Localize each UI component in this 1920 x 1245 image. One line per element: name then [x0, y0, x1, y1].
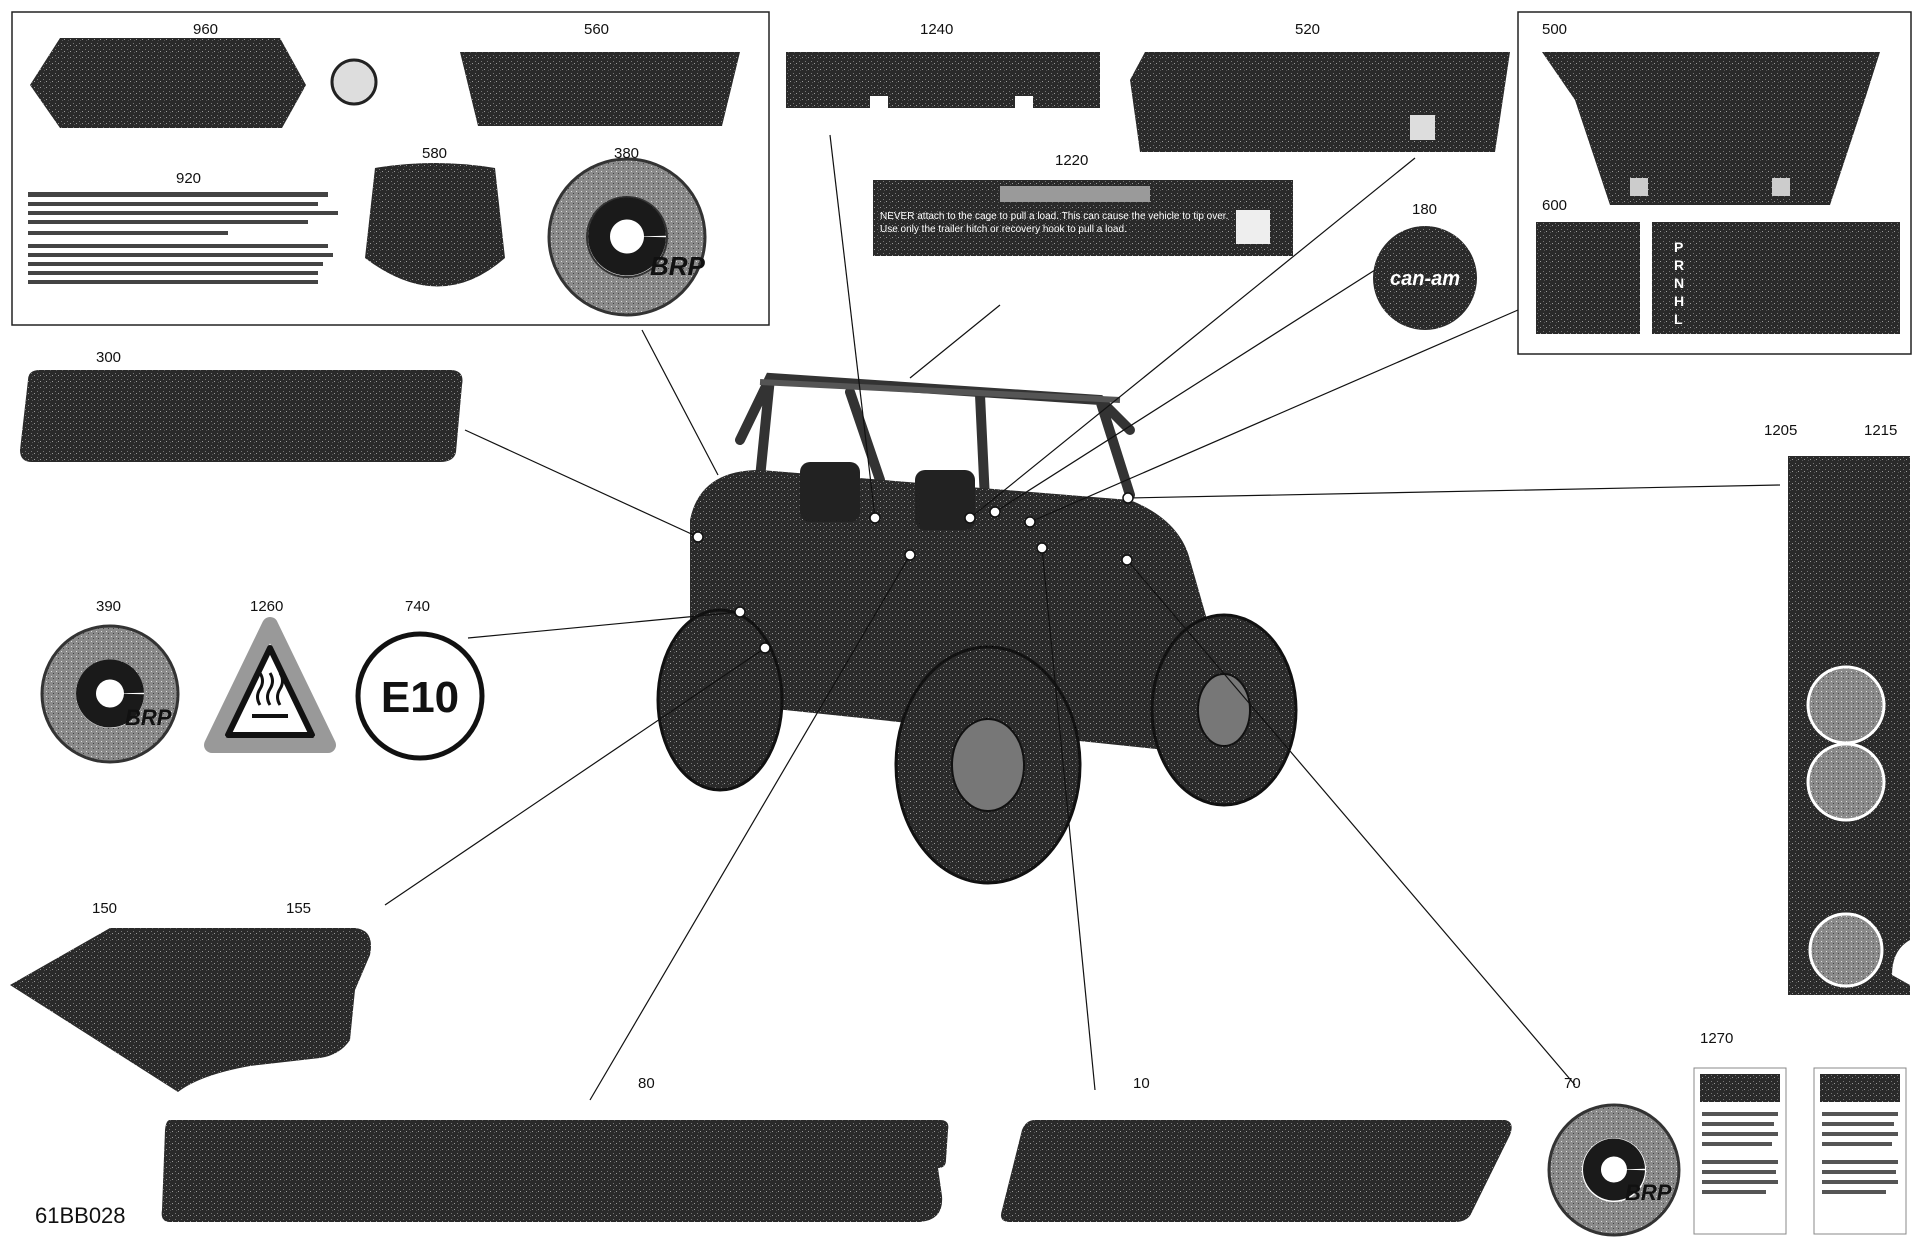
brp-text-390: BRP — [125, 705, 172, 730]
label-80-maverick-trail — [161, 1120, 949, 1222]
label-1260-hot-surface — [204, 617, 336, 753]
warning-icon-2 — [1806, 742, 1886, 822]
label-740-e10: E10 — [355, 631, 485, 761]
gear-n: N — [1674, 275, 1684, 291]
can-am-text: can-am — [1390, 268, 1460, 290]
gear-selector: P R N H L — [1674, 239, 1684, 327]
label-180-can-am-badge: can-am — [1373, 226, 1477, 330]
callout-80: 80 — [638, 1075, 655, 1092]
side-by-side-vehicle-illustration — [656, 372, 1298, 885]
label-1220-warning: NEVER attach to the cage to pull a load.… — [873, 180, 1293, 256]
callout-740: 740 — [405, 598, 430, 615]
callout-1220: 1220 — [1055, 152, 1088, 169]
brp-text-380: BRP — [650, 251, 706, 281]
top-left-panel — [11, 11, 770, 326]
callout-520: 520 — [1295, 21, 1320, 38]
warning-icon-1 — [1806, 665, 1886, 745]
callout-70: 70 — [1564, 1075, 1581, 1092]
callout-1270: 1270 — [1700, 1030, 1733, 1047]
label-500-icon-left — [1630, 178, 1648, 196]
callout-1260: 1260 — [250, 598, 283, 615]
label-600-left — [1536, 222, 1640, 334]
label-500-icon-right — [1772, 178, 1790, 196]
callout-155: 155 — [286, 900, 311, 917]
warning-icon-3 — [1808, 912, 1884, 988]
warning-1220-text: NEVER attach to the cage to pull a load.… — [880, 211, 1229, 235]
callout-380: 380 — [614, 145, 639, 162]
callout-1215: 1215 — [1864, 422, 1897, 439]
e10-text: E10 — [381, 673, 459, 722]
leader-dots — [692, 492, 1134, 654]
callout-1205: 1205 — [1764, 422, 1797, 439]
callout-numbers: 960 560 920 580 380 1240 1220 520 180 50… — [92, 21, 1897, 1092]
qr-code-1220 — [1236, 210, 1270, 244]
gear-r: R — [1674, 257, 1684, 273]
callout-10: 10 — [1133, 1075, 1150, 1092]
label-380-brp-circle: BRP — [547, 157, 707, 317]
label-520 — [1130, 52, 1510, 152]
label-1270-notices — [1693, 1067, 1907, 1235]
reference-code: 61BB028 — [35, 1203, 126, 1228]
gear-p: P — [1674, 239, 1683, 255]
callout-580: 580 — [422, 145, 447, 162]
label-580 — [365, 163, 505, 287]
label-1240 — [786, 52, 1100, 108]
callout-180: 180 — [1412, 201, 1437, 218]
label-960 — [30, 38, 306, 128]
label-150-155-panel — [10, 928, 371, 1092]
gear-l: L — [1674, 311, 1683, 327]
callout-300: 300 — [96, 349, 121, 366]
label-920-text — [28, 192, 338, 284]
label-300-stripe — [20, 370, 463, 462]
callout-390: 390 — [96, 598, 121, 615]
callout-500: 500 — [1542, 21, 1567, 38]
label-520-icon — [1410, 115, 1435, 140]
label-70-brp-circle: BRP — [1547, 1103, 1681, 1237]
top-right-panel — [1517, 11, 1912, 355]
hot-surface-icon — [252, 672, 288, 718]
callout-150: 150 — [92, 900, 117, 917]
label-560 — [460, 52, 740, 126]
callout-960: 960 — [193, 21, 218, 38]
callout-560: 560 — [584, 21, 609, 38]
label-500 — [1542, 52, 1880, 205]
callout-920: 920 — [176, 170, 201, 187]
leader-lines — [384, 134, 1781, 1101]
gear-h: H — [1674, 293, 1684, 309]
label-960-atv-icon — [330, 58, 378, 106]
callout-1240: 1240 — [920, 21, 953, 38]
label-10-model-badge — [1001, 1120, 1512, 1222]
label-390-brp-circle: BRP — [40, 624, 180, 764]
label-600-right — [1652, 222, 1900, 334]
callout-600: 600 — [1542, 197, 1567, 214]
brp-text-70: BRP — [1625, 1180, 1672, 1205]
